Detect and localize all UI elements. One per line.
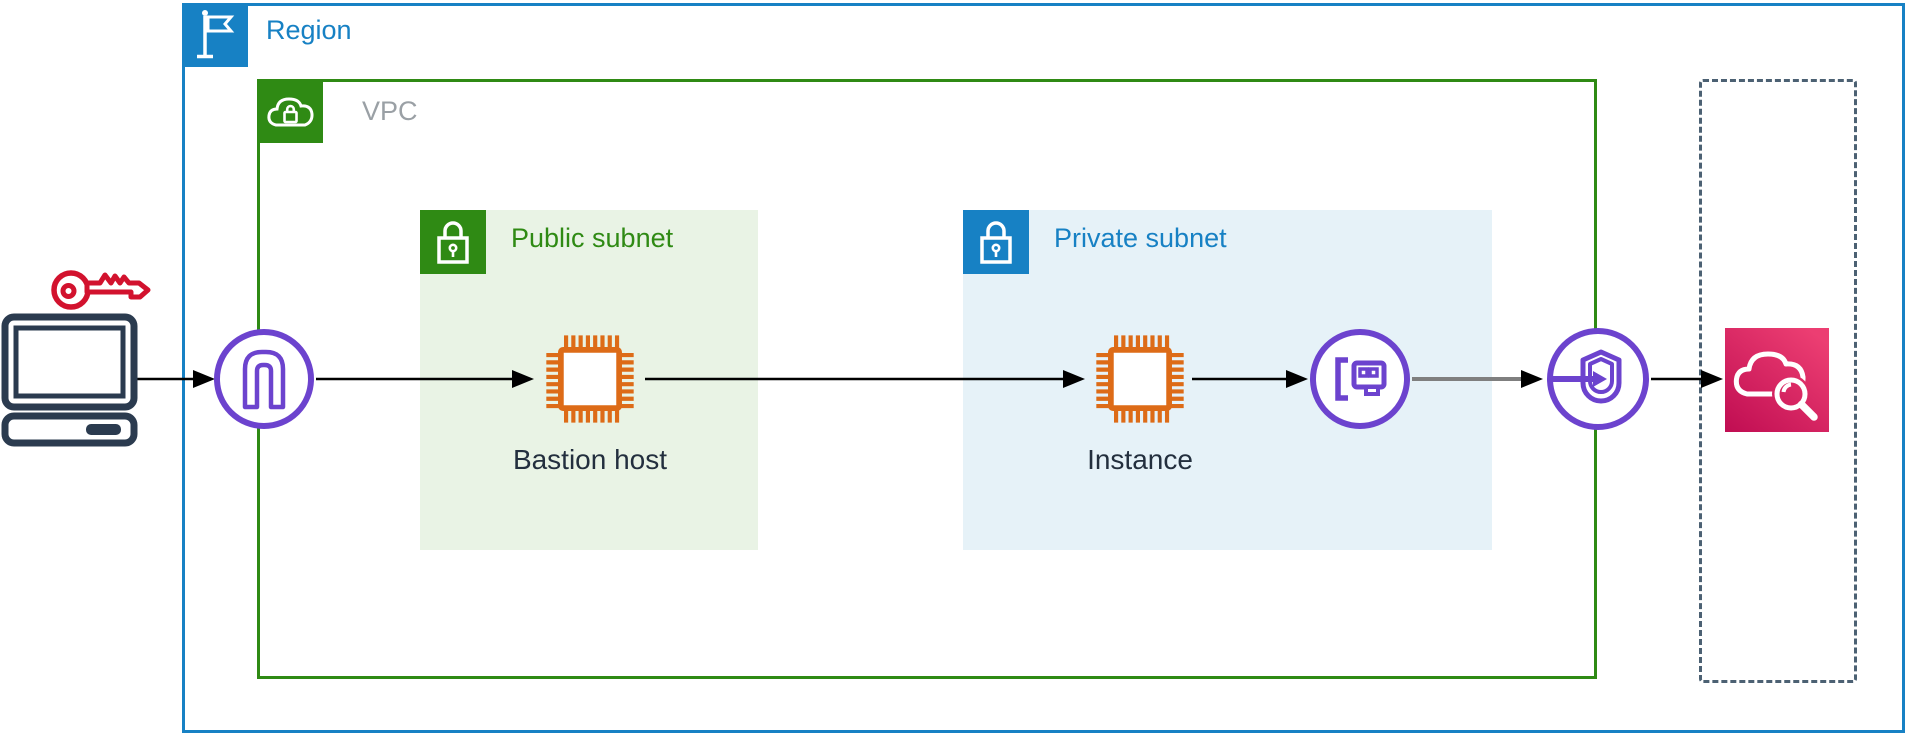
private-subnet-label: Private subnet bbox=[1054, 223, 1227, 253]
service-dashed-boundary bbox=[1699, 79, 1857, 683]
ssh-key-icon bbox=[47, 262, 157, 316]
region-label: Region bbox=[266, 15, 352, 45]
internet-gateway-icon bbox=[212, 327, 316, 431]
vpc-endpoint-icon bbox=[1545, 326, 1651, 432]
instance-label: Instance bbox=[1087, 444, 1193, 475]
cloudtrail-icon bbox=[1725, 328, 1829, 432]
flag-icon bbox=[182, 3, 248, 67]
vpc-label: VPC bbox=[362, 96, 418, 126]
bastion-host-label: Bastion host bbox=[512, 444, 668, 475]
private-subnet-lock-icon bbox=[963, 210, 1029, 274]
client-laptop-icon bbox=[0, 312, 140, 447]
ec2-instance-icon bbox=[538, 327, 642, 431]
public-subnet-lock-icon bbox=[420, 210, 486, 274]
vpc-cloud-lock-icon bbox=[257, 79, 323, 143]
ec2-instance-icon bbox=[1088, 327, 1192, 431]
private-subnet-area bbox=[963, 210, 1492, 550]
elastic-network-interface-icon bbox=[1308, 327, 1412, 431]
region-boundary bbox=[182, 3, 1905, 733]
public-subnet-label: Public subnet bbox=[511, 223, 674, 253]
